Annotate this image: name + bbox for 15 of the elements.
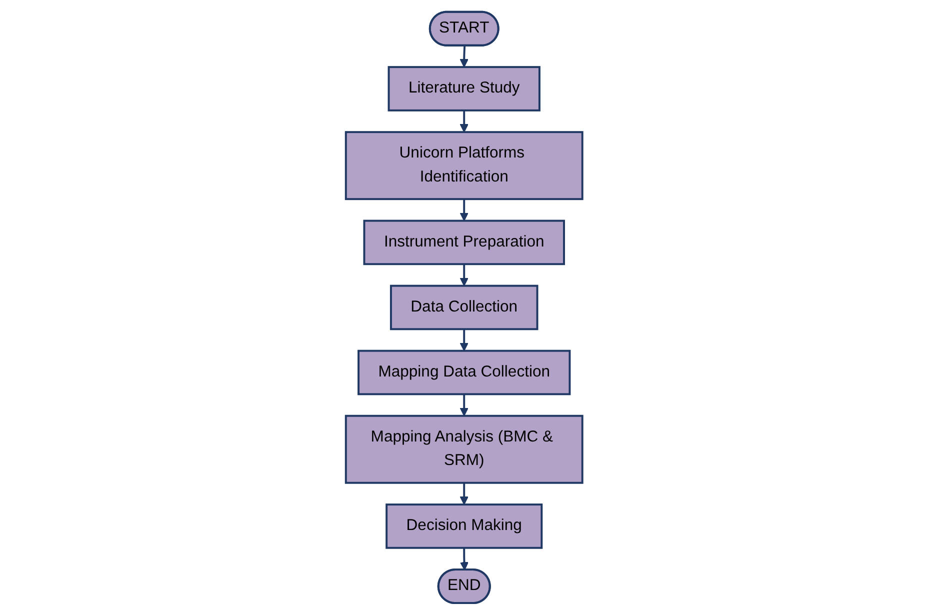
node-box: Decision Making (385, 504, 543, 549)
arrow (460, 46, 468, 68)
arrow (460, 548, 468, 570)
node-box: Mapping Analysis (BMC & SRM) (344, 414, 584, 484)
arrow (460, 482, 468, 505)
arrow (460, 329, 468, 352)
arrow (460, 199, 468, 222)
arrow (460, 394, 468, 416)
node-box: Instrument Preparation (363, 220, 565, 266)
arrow (460, 110, 468, 133)
node-box: Literature Study (388, 66, 540, 112)
node-box: Data Collection (390, 284, 538, 330)
node-box: Mapping Data Collection (357, 350, 571, 396)
arrow (460, 264, 468, 286)
node-box: Unicorn Platforms Identification (344, 131, 584, 200)
